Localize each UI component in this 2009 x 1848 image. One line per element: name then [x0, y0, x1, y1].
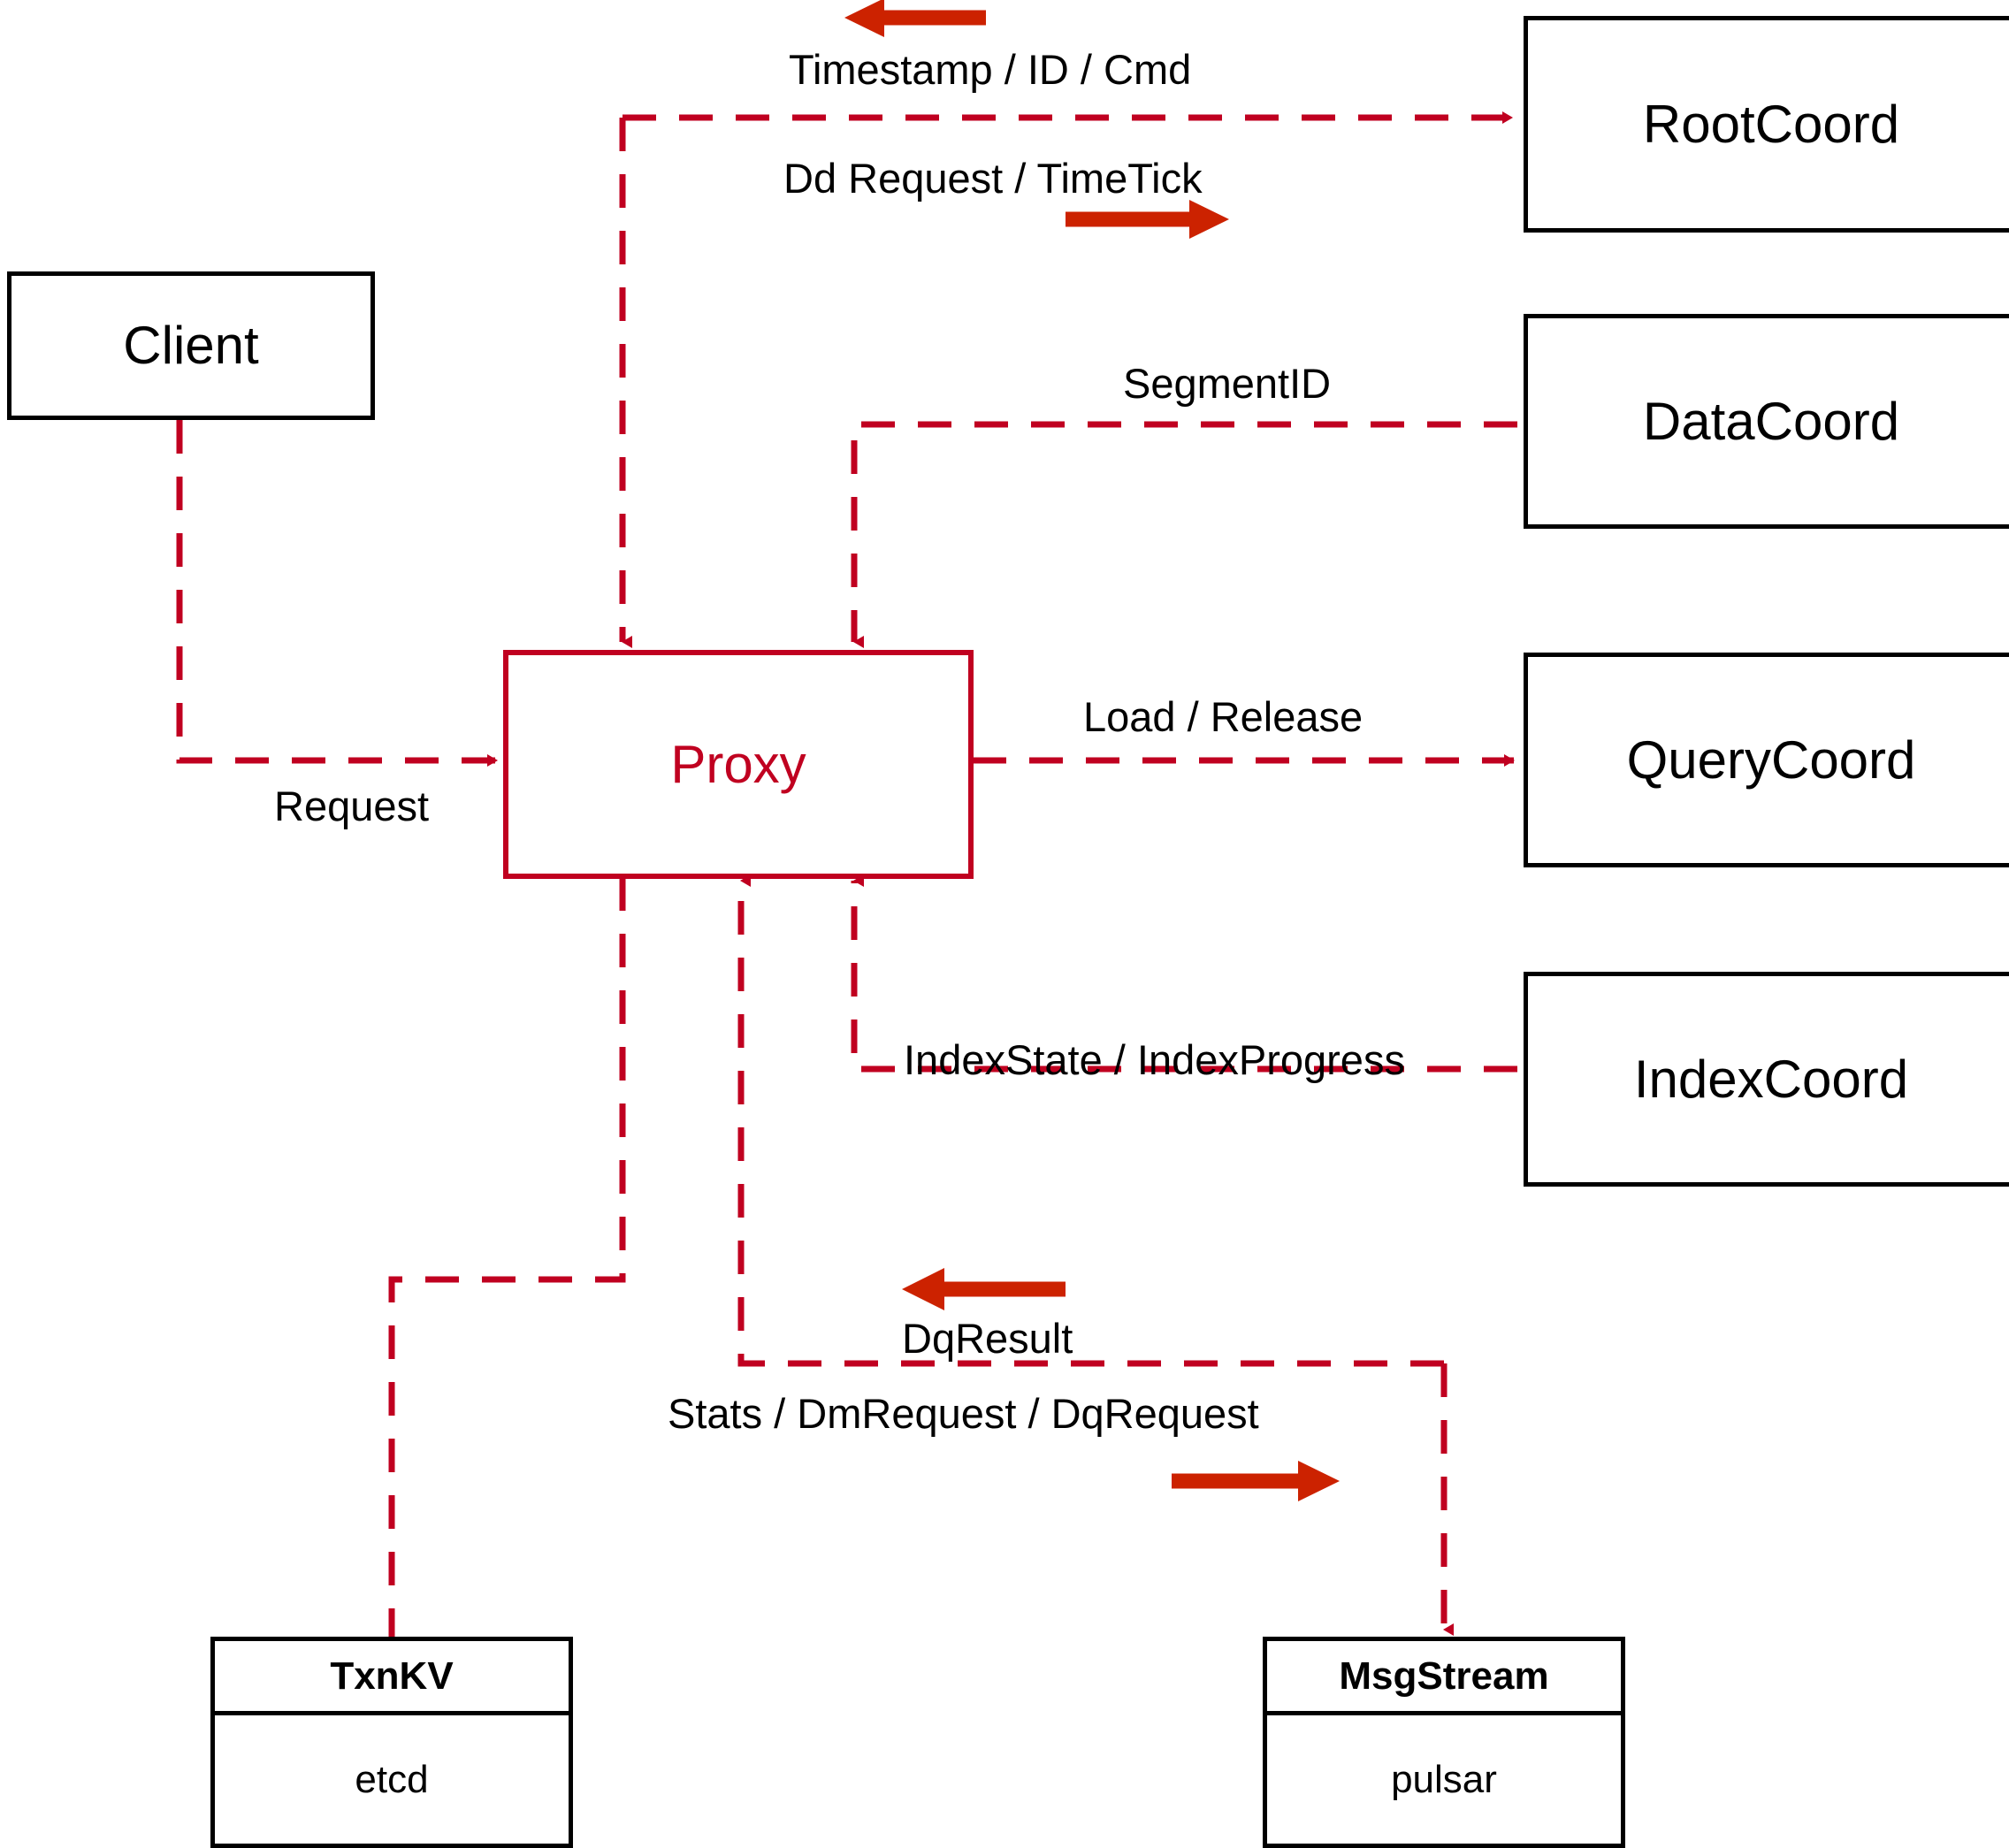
- node-querycoord-label: QueryCoord: [1626, 729, 1916, 790]
- node-client-label: Client: [123, 316, 259, 375]
- edge-label-request: Request: [274, 783, 430, 829]
- node-indexcoord-label: IndexCoord: [1633, 1049, 1909, 1109]
- edge-proxy-to-txnkv: [388, 877, 626, 1637]
- node-rootcoord[interactable]: RootCoord: [1524, 16, 2009, 233]
- node-msgstream-header: MsgStream: [1267, 1641, 1621, 1715]
- node-proxy[interactable]: Proxy: [503, 650, 974, 879]
- node-datacoord[interactable]: DataCoord: [1524, 314, 2009, 529]
- direction-arrow-left-bottom: [902, 1268, 1066, 1310]
- edge-msgstream-to-proxy: [737, 874, 1444, 1367]
- node-indexcoord[interactable]: IndexCoord: [1524, 972, 2009, 1187]
- edge-label-dqresult: DqResult: [902, 1315, 1073, 1362]
- node-msgstream-body: pulsar: [1391, 1757, 1497, 1801]
- node-proxy-label: Proxy: [670, 734, 806, 794]
- edge-label-timestamp-id-cmd: Timestamp / ID / Cmd: [789, 46, 1192, 93]
- edge-datacoord-to-proxy: [851, 421, 1517, 648]
- direction-arrow-right-bottom: [1172, 1461, 1340, 1501]
- node-datacoord-label: DataCoord: [1642, 391, 1900, 451]
- node-client[interactable]: Client: [7, 271, 375, 420]
- direction-arrow-right-top: [1066, 200, 1229, 239]
- edge-label-load-release: Load / Release: [1083, 693, 1364, 740]
- edge-label-indexstate-indexprogress: IndexState / IndexProgress: [904, 1036, 1405, 1083]
- edge-label-stats-dmrequest-dqrequest: Stats / DmRequest / DqRequest: [668, 1390, 1259, 1437]
- node-txnkv-header: TxnKV: [215, 1641, 569, 1715]
- node-rootcoord-label: RootCoord: [1642, 94, 1900, 154]
- edge-label-segmentid: SegmentID: [1123, 360, 1332, 407]
- edge-client-to-proxy: [176, 420, 498, 767]
- node-txnkv-body: etcd: [355, 1757, 429, 1801]
- edge-label-dd-request-timetick: Dd Request / TimeTick: [783, 155, 1203, 202]
- node-msgstream[interactable]: MsgStream pulsar: [1263, 1637, 1625, 1848]
- node-querycoord[interactable]: QueryCoord: [1524, 653, 2009, 867]
- node-txnkv[interactable]: TxnKV etcd: [210, 1637, 573, 1848]
- direction-arrow-left-top: [844, 0, 986, 37]
